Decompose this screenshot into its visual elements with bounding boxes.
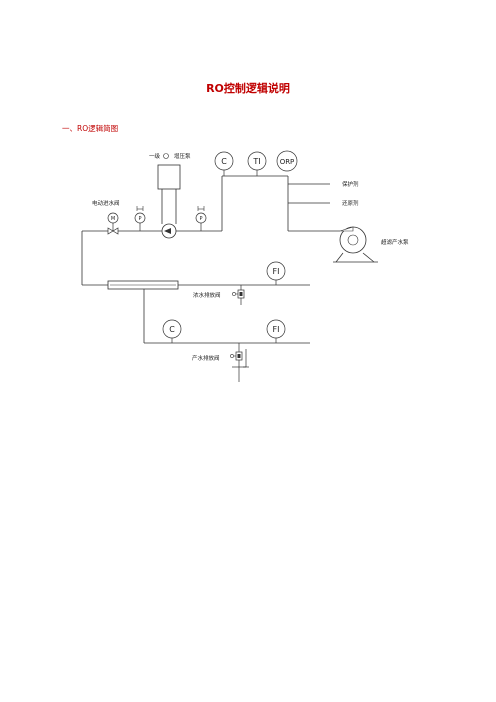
orp-meter-icon <box>276 150 298 172</box>
instrument-m: M <box>111 216 115 222</box>
instrument-c-top: C <box>221 157 227 166</box>
pump-arrow-icon <box>164 228 171 234</box>
valve-top-label: 一级 <box>149 152 161 160</box>
dosing-2-label: 还原剂 <box>342 199 359 207</box>
electric-inlet-valve-label: 电动进水阀 <box>92 199 120 207</box>
instrument-fi-permeate: FI <box>273 325 280 334</box>
instrument-ti: TI <box>252 157 260 166</box>
booster-tank <box>157 164 181 190</box>
product-pump-icon <box>333 226 378 263</box>
instrument-c-permeate: C <box>169 325 175 334</box>
indicator-icon <box>163 153 169 159</box>
instrument-p-mid: P <box>199 216 202 222</box>
concentrate-drain-valve-label: 浓水排放阀 <box>193 291 221 299</box>
instrument-p-left: P <box>138 216 141 222</box>
instrument-orp: ORP <box>280 158 295 166</box>
dosing-1-label: 保护剂 <box>342 180 359 188</box>
permeate-drain-valve-label: 产水排放阀 <box>192 354 220 362</box>
section-heading: 一、RO逻辑简图 <box>62 124 119 133</box>
inlet-valve-icon <box>107 227 119 235</box>
product-pump-label: 超滤产水泵 <box>381 238 409 246</box>
instrument-fi-concentrate: FI <box>273 267 280 276</box>
document-title: RO控制逻辑说明 <box>206 82 290 95</box>
booster-pump-label: 增压泵 <box>174 152 191 160</box>
